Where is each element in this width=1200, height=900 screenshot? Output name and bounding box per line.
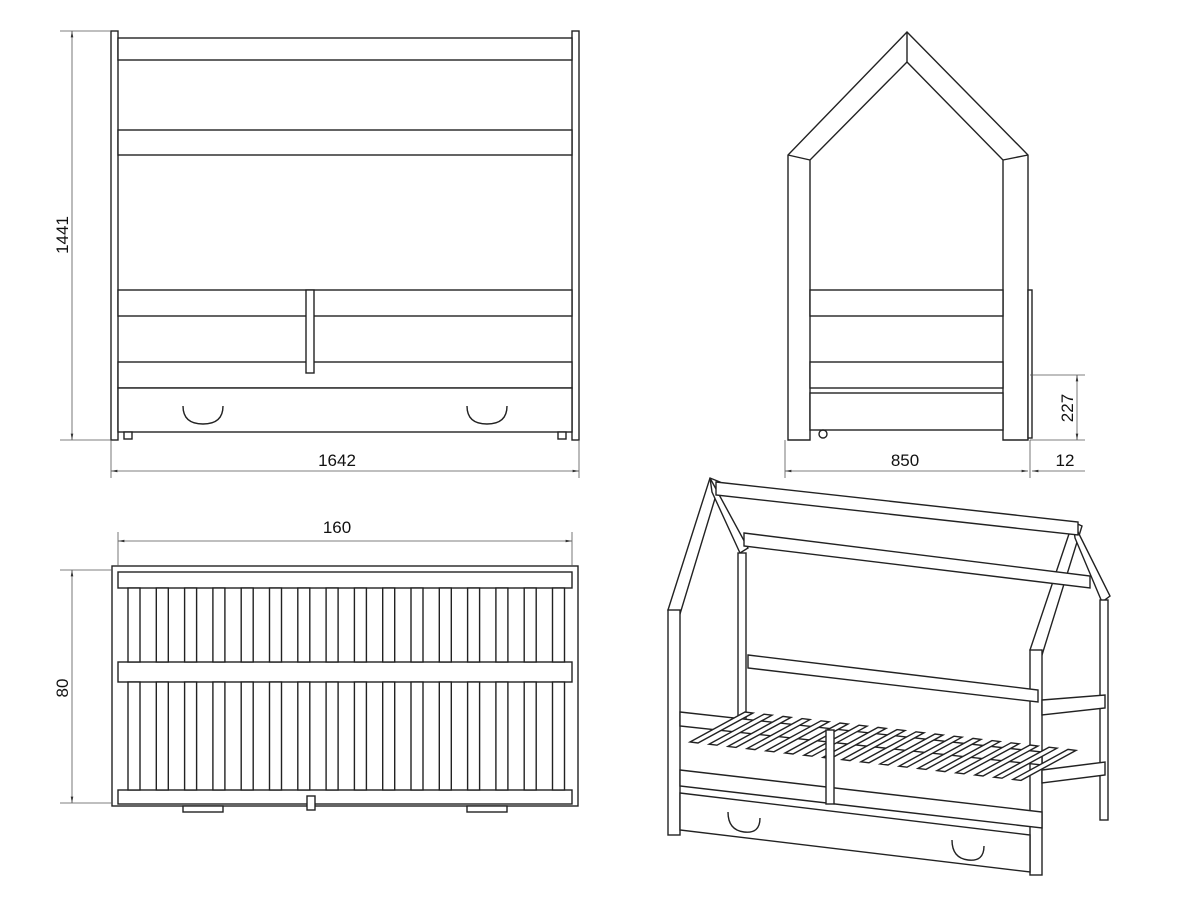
slat (991, 746, 1060, 779)
dim-drawer-height: 227 (1058, 394, 1077, 422)
slat (382, 681, 396, 791)
slat (706, 713, 775, 746)
front-view: 1441 1642 (53, 30, 580, 478)
slat (801, 724, 870, 757)
slat (1010, 748, 1079, 782)
slat (523, 587, 537, 663)
perspective-view (667, 477, 1111, 876)
dim-side-width: 850 (891, 451, 919, 470)
slat (953, 742, 1022, 775)
slat (972, 744, 1041, 777)
slats (127, 587, 566, 791)
slat (325, 681, 339, 791)
slat (155, 587, 170, 663)
slat (858, 731, 927, 764)
dim-top-length: 160 (323, 518, 351, 537)
slat (896, 735, 965, 768)
slat (495, 681, 509, 791)
slat (495, 587, 509, 663)
slat (934, 739, 1003, 773)
slat (155, 681, 170, 791)
slat (382, 587, 396, 663)
slat (127, 681, 141, 791)
slat (127, 587, 141, 663)
slat (297, 681, 311, 791)
slat (687, 711, 756, 744)
dim-front-height: 1441 (53, 216, 72, 254)
slat (763, 720, 832, 753)
slat (410, 681, 424, 791)
slat (466, 681, 481, 791)
slat (212, 587, 226, 663)
slat (438, 681, 452, 791)
slat (915, 737, 984, 771)
slat (183, 587, 198, 663)
slat (240, 681, 254, 791)
dim-top-width: 80 (53, 679, 72, 698)
slat (744, 717, 813, 751)
slat (725, 715, 794, 749)
slat (877, 733, 946, 766)
slat (183, 681, 198, 791)
drawer-handle-left (182, 405, 224, 425)
slat (325, 587, 339, 663)
side-view: 227 850 12 (784, 30, 1085, 478)
slat (438, 587, 452, 663)
top-view: 160 80 (53, 518, 579, 813)
slat (268, 587, 283, 663)
slat (240, 587, 254, 663)
slat (268, 681, 283, 791)
slat (523, 681, 537, 791)
slat (466, 587, 481, 663)
slat (551, 587, 566, 663)
slat (353, 681, 368, 791)
slat (839, 728, 908, 762)
dim-side-offset: 12 (1056, 451, 1075, 470)
slat (297, 587, 311, 663)
slat (410, 587, 424, 663)
dim-front-width: 1642 (318, 451, 356, 470)
slat (551, 681, 566, 791)
drawer-handle-right (466, 405, 508, 425)
slat (212, 681, 226, 791)
slat (353, 587, 368, 663)
